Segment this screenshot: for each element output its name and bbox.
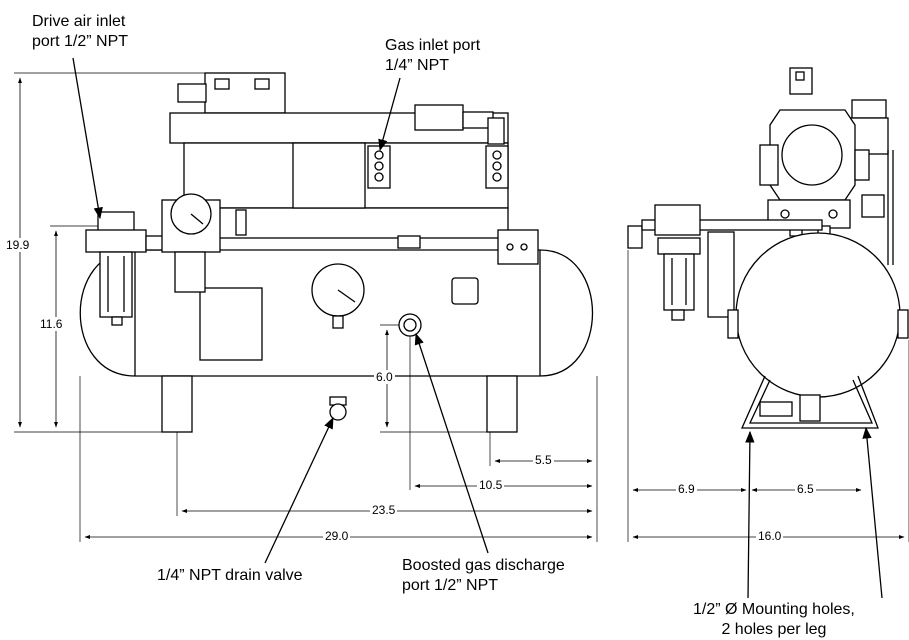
dim-side-overall-width: 16.0 [756, 529, 784, 543]
dim-drain-from-right: 10.5 [477, 478, 505, 492]
drain-valve [329, 396, 347, 421]
side-filter-regulator [627, 204, 823, 321]
mounting-holes-label: 1/2” Ø Mounting holes, 2 holes per leg [693, 600, 855, 640]
gas-inlet-line-2: 1/4” NPT [385, 57, 450, 74]
tank-legs [161, 375, 518, 433]
filter-regulator [85, 193, 221, 326]
discharge-port [398, 313, 422, 337]
side-pump [759, 67, 894, 265]
dim-overall-length: 29.0 [323, 529, 351, 543]
dim-side-hole-spacing: 6.5 [795, 482, 816, 496]
side-view [627, 67, 909, 542]
gas-inlet-label: Gas inlet port 1/4” NPT [385, 36, 480, 76]
drain-valve-text: 1/4” NPT drain valve [157, 567, 303, 584]
drive-air-inlet-label: Drive air inlet port 1/2” NPT [32, 12, 128, 52]
front-view [14, 72, 598, 542]
gas-inlet-line-1: Gas inlet port [385, 37, 481, 54]
tank-pressure-gauge [311, 263, 365, 329]
mounting-holes-line-1: 1/2” Ø Mounting holes, [693, 601, 855, 618]
boosted-gas-discharge-label: Boosted gas discharge port 1/2” NPT [402, 556, 565, 596]
side-legs [741, 375, 879, 429]
drive-air-inlet-line-2: port 1/2” NPT [32, 33, 129, 50]
dim-side-left-to-hole: 6.9 [676, 482, 697, 496]
dim-overall-height: 19.9 [4, 238, 32, 252]
booster-pump [169, 72, 539, 265]
discharge-line-2: port 1/2” NPT [402, 577, 499, 594]
dim-discharge-from-right: 5.5 [533, 453, 554, 467]
leader-lines [72, 57, 883, 599]
drain-valve-label: 1/4” NPT drain valve [157, 566, 303, 586]
side-tank [727, 232, 909, 398]
dim-tank-height: 11.6 [38, 317, 65, 331]
discharge-line-1: Boosted gas discharge [402, 557, 565, 574]
mounting-holes-line-2: 2 holes per leg [721, 621, 827, 638]
drive-air-inlet-line-1: Drive air inlet [32, 13, 126, 30]
dim-leg-span: 23.5 [370, 503, 398, 517]
dim-discharge-height: 6.0 [374, 370, 395, 384]
